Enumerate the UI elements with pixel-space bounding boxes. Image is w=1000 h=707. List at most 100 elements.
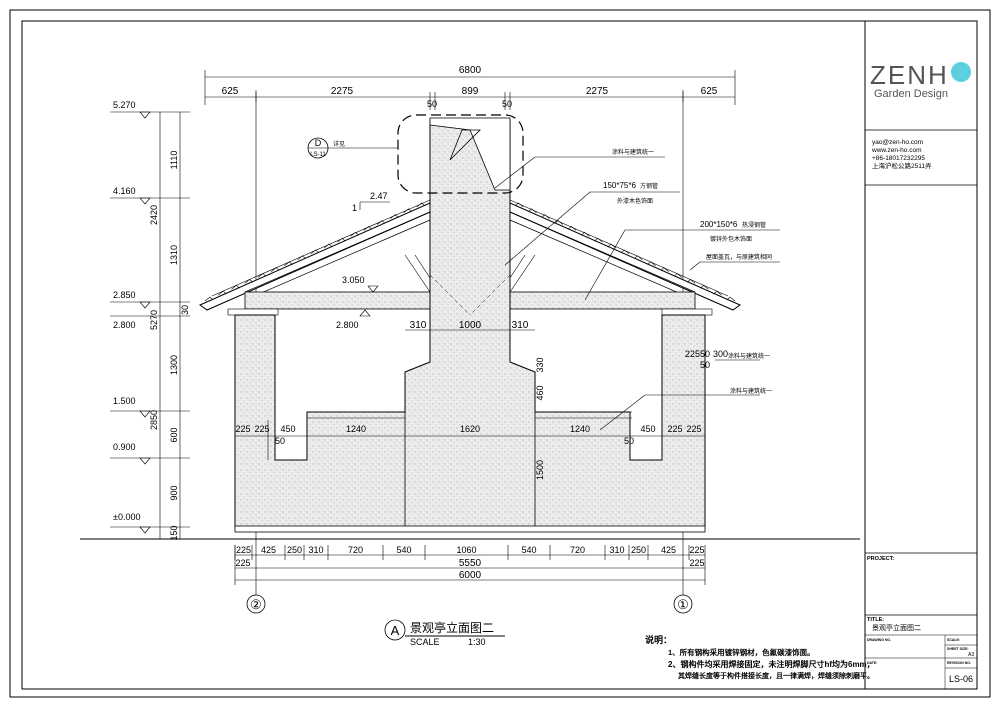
roof-tile <box>515 202 524 208</box>
title-mark: A <box>391 623 400 638</box>
roof-tile <box>567 226 577 231</box>
bottom-dim-label: 425 <box>261 545 276 555</box>
roof-tile <box>244 278 253 284</box>
roof-tile <box>673 273 683 278</box>
sheet-number: LS-06 <box>949 674 973 684</box>
roof-tile <box>607 243 617 249</box>
elev-5270: 5.270 <box>113 100 136 110</box>
grid-label-1: ① <box>677 597 689 612</box>
roof-tile <box>376 220 386 225</box>
roof-tile <box>713 290 722 296</box>
seat-450-right: 450 <box>640 424 655 434</box>
chim-460: 460 <box>535 385 545 400</box>
rcol-50b: 50 <box>700 360 710 370</box>
callout-paint-top: 涂料与建筑统一 <box>612 148 654 156</box>
chim-310-right: 310 <box>512 320 529 331</box>
bottom-dim-label: 310 <box>609 545 624 555</box>
note-2b: 其焊缝长度等于构件搭接长度，且一律满焊，焊缝须除刺磨平。 <box>678 671 874 680</box>
detail-ref-note: 详见 <box>333 140 345 148</box>
roof-tile <box>204 296 214 302</box>
company-logo: ZENH <box>870 60 971 91</box>
dim-top-6: 2275 <box>586 86 609 97</box>
bottom-dim-label: 540 <box>396 545 411 555</box>
bottom-dim-label: 250 <box>631 545 646 555</box>
bottom-row2-right: 225 <box>689 558 704 568</box>
roof-tile <box>541 214 550 219</box>
slope-side: 1 <box>352 203 357 213</box>
seat-225-b: 225 <box>254 424 269 434</box>
callout-steel200-finish: 镀锌外包木饰面 <box>710 235 752 243</box>
dim-top-3: 50 <box>427 99 437 109</box>
vdim-1110: 1110 <box>169 151 179 170</box>
bottom-overall: 6000 <box>459 570 482 581</box>
vdim-2420: 2420 <box>149 205 159 225</box>
roof-tile <box>403 208 412 213</box>
seat-1240-left: 1240 <box>346 424 366 434</box>
bottom-dim-label: 310 <box>308 545 323 555</box>
logo-text: ZENH <box>870 60 949 90</box>
callout-steel150-dim: 150*75*6 <box>603 181 636 190</box>
bottom-dim-label: 1060 <box>456 545 476 555</box>
roof-tile <box>297 255 306 261</box>
title-label: TITLE: <box>867 617 884 623</box>
callout-paint-right-2: 涂料与建筑统一 <box>730 387 772 395</box>
roof-tile <box>634 255 643 261</box>
seat-225-c: 225 <box>667 424 682 434</box>
drawing-scale-label: SCALE <box>410 637 440 647</box>
chim-310-left: 310 <box>410 320 427 331</box>
elev-4160: 4.160 <box>113 186 136 196</box>
vdim-1300: 1300 <box>169 355 179 375</box>
callout-steel200-name: 热浸钢管 <box>742 221 766 229</box>
bottom-dim-label: 720 <box>570 545 585 555</box>
note-2a: 2、钢构件均采用焊接固定，未注明焊脚尺寸hf均为6mm， <box>668 659 875 669</box>
roof-tile <box>554 220 564 225</box>
roof-tile <box>416 202 425 208</box>
scale-label-tb: SCALE: <box>947 638 960 642</box>
sheet-border-inner <box>21 20 978 690</box>
seat-450-left: 450 <box>280 424 295 434</box>
slope-top: 2.47 <box>370 191 388 201</box>
roof-tile <box>390 214 399 219</box>
roof-tile <box>310 249 320 255</box>
chim-1500: 1500 <box>535 460 545 480</box>
dim-top-1: 625 <box>222 86 239 97</box>
roof-tile <box>700 284 709 290</box>
roof-tile <box>647 261 656 266</box>
roof-tile <box>594 237 603 243</box>
note-1: 1、所有钢构采用镀锌钢材，色氟碳漆饰面。 <box>668 647 815 657</box>
roof-tile <box>270 267 280 272</box>
sheet-size-value: A3 <box>968 652 974 658</box>
detail-ref-top: D <box>315 138 322 148</box>
beam-elev-top: 3.050 <box>342 275 365 285</box>
roof-tile <box>257 273 267 278</box>
roof-tile <box>337 237 346 243</box>
elev-0000: ±0.000 <box>113 512 140 522</box>
roof <box>198 196 742 311</box>
detail-ref-bottom: LS-11 <box>310 152 326 158</box>
dim-top-2: 2275 <box>331 86 354 97</box>
roof-tile <box>323 243 333 249</box>
base-wall <box>234 119 706 529</box>
bottom-dim-label: 225 <box>689 545 704 555</box>
dim-overall-top: 6800 <box>459 65 482 76</box>
contact-email: yao@zen-ho.com <box>872 139 924 146</box>
bottom-dim-label: 225 <box>236 545 251 555</box>
rcol-300: 300 <box>713 349 728 359</box>
chim-330: 330 <box>535 357 545 372</box>
roof-tile <box>581 231 590 237</box>
elev-2850: 2.850 <box>113 290 136 300</box>
roof-tile <box>660 267 670 272</box>
seat-225-d: 225 <box>686 424 701 434</box>
beam-elev-bottom: 2.800 <box>336 320 359 330</box>
seat-1240-right: 1240 <box>570 424 590 434</box>
roof-tile <box>231 284 240 290</box>
bottom-dim-label: 720 <box>348 545 363 555</box>
rcol-225: 225 <box>685 349 700 359</box>
roof-tile <box>363 226 373 231</box>
roof-tile <box>687 278 696 284</box>
vdim-1310: 1310 <box>169 245 179 265</box>
vdim-2850: 2850 <box>149 410 159 430</box>
callout-steel150-finish: 外漆木色饰面 <box>617 197 653 205</box>
contact-address: 上海沪松公路2511弄 <box>872 163 932 170</box>
notes-heading: 说明： <box>645 634 672 645</box>
